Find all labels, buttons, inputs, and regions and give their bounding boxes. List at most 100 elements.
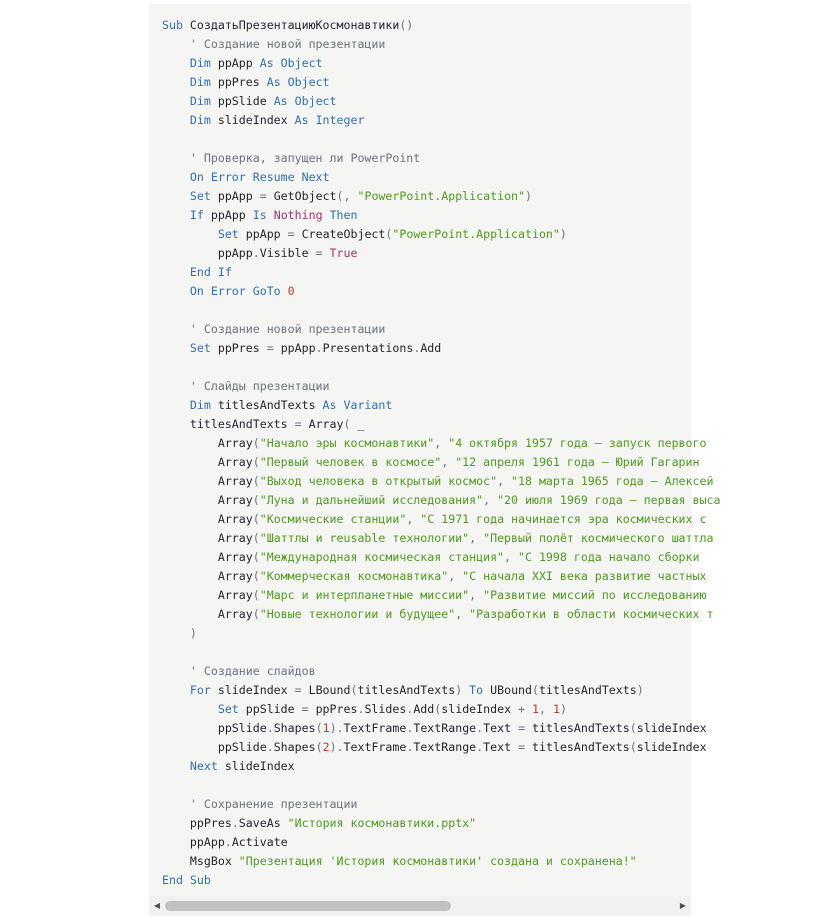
- code-token-punctuation: (: [252, 493, 260, 507]
- code-token-indent: [162, 37, 190, 51]
- code-token-keyword: Is: [252, 208, 274, 222]
- code-token-indent: [162, 189, 190, 203]
- code-token-string: "История космонавтики.pptx": [287, 816, 477, 830]
- code-token-string: "Первый человек в космосе": [259, 455, 442, 469]
- code-token-punctuation: =: [259, 189, 274, 203]
- code-token-keyword: Sub: [162, 18, 190, 32]
- code-token-identifier: Visible: [259, 246, 316, 260]
- code-token-identifier: _: [357, 417, 365, 431]
- code-line: Array("Первый человек в космосе", "12 ап…: [162, 453, 700, 472]
- code-token-punctuation: .: [406, 740, 414, 754]
- code-token-identifier: UBound: [490, 683, 533, 697]
- code-token-punctuation: (: [252, 436, 260, 450]
- code-token-identifier: Array: [217, 493, 253, 507]
- code-token-string: "Луна и дальнейший исследования": [259, 493, 484, 507]
- scroll-left-arrow-icon[interactable]: ◀: [153, 901, 161, 910]
- code-token-indent: [162, 436, 218, 450]
- code-token-string: "Разработки в области космических т: [469, 607, 714, 621]
- code-token-punctuation: ,: [448, 569, 463, 583]
- code-token-punctuation: +: [518, 702, 533, 716]
- code-token-identifier: ppApp: [210, 208, 253, 222]
- code-token-keyword: Set: [217, 702, 246, 716]
- code-token-identifier: titlesAndTexts: [532, 721, 630, 735]
- code-token-punctuation: .: [315, 341, 323, 355]
- code-line: Sub СоздатьПрезентациюКосмонавтики(): [162, 16, 691, 35]
- code-token-indent: [162, 531, 218, 545]
- code-token-indent: [162, 493, 218, 507]
- code-token-identifier: ppApp: [245, 227, 288, 241]
- code-token-punctuation: =: [287, 227, 302, 241]
- code-token-punctuation: .: [224, 835, 232, 849]
- code-line: ' Создание новой презентации: [162, 320, 691, 339]
- code-token-punctuation: ,: [504, 550, 519, 564]
- code-line: ppSlide.Shapes(2).TextFrame.TextRange.Te…: [162, 738, 707, 757]
- code-token-identifier: GetObject: [273, 189, 337, 203]
- code-line: Dim ppPres As Object: [162, 73, 691, 92]
- code-token-punctuation: .: [406, 721, 414, 735]
- code-token-identifier: SaveAs: [238, 816, 288, 830]
- code-token-indent: [162, 113, 190, 127]
- code-token-punctuation: ,: [469, 531, 484, 545]
- code-token-keyword: As Integer: [294, 113, 365, 127]
- code-line: ): [162, 624, 691, 643]
- code-token-identifier: ppApp: [217, 56, 260, 70]
- code-token-keyword: Dim: [189, 398, 218, 412]
- code-token-string: "Развитие миссий по исследованию: [483, 588, 707, 602]
- code-token-punctuation: ,: [434, 436, 449, 450]
- code-token-punctuation: .: [266, 740, 274, 754]
- code-token-identifier: ppSlide: [217, 94, 274, 108]
- code-token-punctuation: (: [252, 569, 260, 583]
- code-token-indent: [162, 588, 218, 602]
- code-token-string: "PowerPoint.Application": [392, 227, 560, 241]
- code-token-identifier: TextRange: [413, 721, 477, 735]
- code-line: [162, 301, 691, 320]
- code-token-punctuation: (: [252, 550, 260, 564]
- code-token-identifier: Array: [217, 512, 253, 526]
- code-line: Array("Выход человека в открытый космос"…: [162, 472, 714, 491]
- code-token-identifier: Add: [413, 702, 435, 716]
- scroll-right-arrow-icon[interactable]: ▶: [679, 901, 687, 910]
- code-token-identifier: ppPres: [315, 702, 358, 716]
- scrollbar-thumb[interactable]: [165, 901, 451, 911]
- code-token-punctuation: (: [252, 512, 260, 526]
- code-token-indent: [162, 208, 190, 222]
- code-token-identifier: slideIndex: [441, 702, 519, 716]
- code-token-punctuation: ,: [406, 512, 421, 526]
- code-token-identifier: Activate: [231, 835, 288, 849]
- code-token-identifier: slideIndex: [224, 759, 295, 773]
- code-block: Sub СоздатьПрезентациюКосмонавтики() ' С…: [149, 4, 721, 916]
- code-token-punctuation: =: [266, 341, 281, 355]
- code-token-identifier: LBound: [308, 683, 351, 697]
- code-token-punctuation: ,: [441, 455, 456, 469]
- code-token-string: "Презентация 'История космонавтики' созд…: [238, 854, 637, 868]
- code-line: Dim ppSlide As Object: [162, 92, 691, 111]
- code-token-string: "20 июля 1969 года – первая выса: [497, 493, 721, 507]
- code-token-string: "12 апреля 1961 года – Юрий Гагарин: [455, 455, 700, 469]
- code-token-comment: ' Создание новой презентации: [189, 322, 386, 336]
- code-line: titlesAndTexts = Array( _: [162, 415, 691, 434]
- code-token-indent: [162, 797, 190, 811]
- code-token-indent: [162, 398, 190, 412]
- code-token-keyword: Set: [189, 189, 218, 203]
- code-token-indent: [162, 75, 190, 89]
- code-token-punctuation: =: [294, 683, 309, 697]
- code-token-keyword: End If: [189, 265, 232, 279]
- code-token-punctuation: (: [252, 531, 260, 545]
- code-token-punctuation: =: [518, 740, 533, 754]
- code-token-string: "Начало эры космонавтики": [259, 436, 435, 450]
- code-token-punctuation: ).: [329, 721, 344, 735]
- code-line: ppApp.Visible = True: [162, 244, 691, 263]
- code-token-keyword: Dim: [189, 75, 218, 89]
- code-token-keyword: Set: [189, 341, 218, 355]
- code-line: Array("Марс и интерпланетные миссии", "Р…: [162, 586, 707, 605]
- code-token-comment: ' Создание новой презентации: [189, 37, 386, 51]
- code-token-keyword: Dim: [189, 56, 218, 70]
- code-token-punctuation: ): [525, 189, 532, 203]
- code-token-identifier: ppSlide: [245, 702, 302, 716]
- code-token-indent: [162, 816, 190, 830]
- code-token-indent: [162, 227, 218, 241]
- code-line: Array("Луна и дальнейший исследования", …: [162, 491, 721, 510]
- horizontal-scrollbar[interactable]: ◀ ▶: [149, 896, 691, 916]
- code-line: On Error GoTo 0: [162, 282, 691, 301]
- code-token-punctuation: ,: [497, 474, 512, 488]
